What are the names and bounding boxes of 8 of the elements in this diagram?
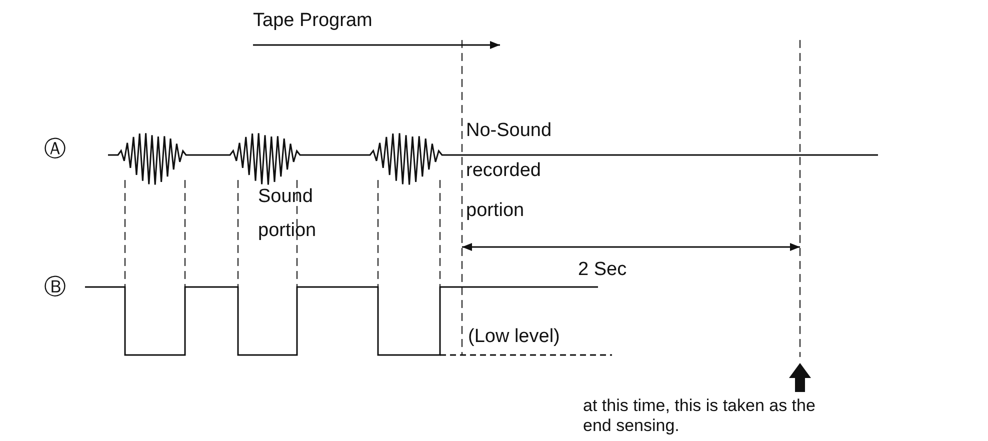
annotation-text: Sound portion (258, 185, 318, 243)
axis-label: Tape Program (253, 10, 372, 32)
annotation-text: (Low level) (468, 326, 560, 348)
note-text: at this time, this is taken as the end sensing. (583, 396, 816, 436)
annotation-text: No-Sound recorded portion (466, 119, 553, 223)
signal-label: Ⓑ (44, 276, 66, 298)
signal-label: Ⓐ (44, 138, 66, 160)
dimension-label: 2 Sec (578, 259, 627, 281)
